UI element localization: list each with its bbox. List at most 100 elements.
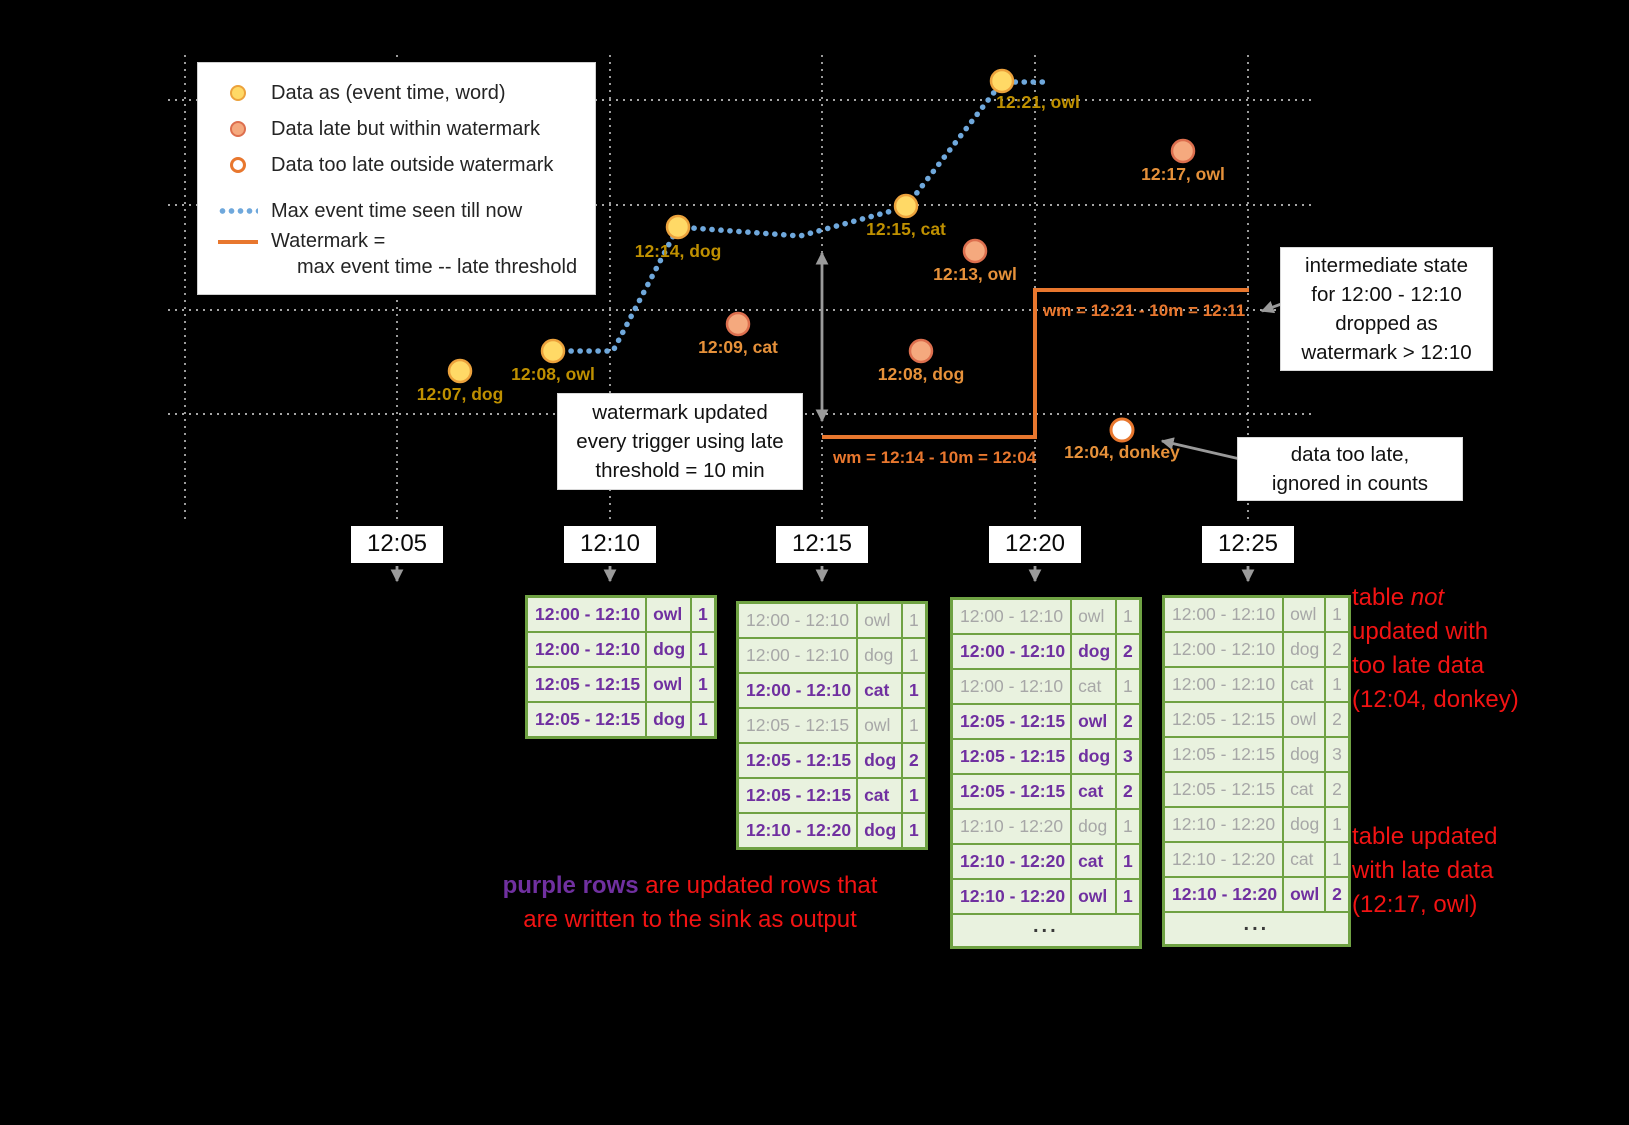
time-tick-12-25: 12:25 <box>1202 526 1294 563</box>
legend-sublabel: max event time -- late threshold <box>297 256 578 278</box>
cell-word: dog <box>1070 738 1118 775</box>
cell-count: 1 <box>1324 806 1351 843</box>
point-label: 12:14, dog <box>634 241 722 261</box>
cell-count: 1 <box>1115 843 1142 880</box>
callout-line: intermediate state <box>1305 253 1468 277</box>
cell-word: owl <box>856 707 904 744</box>
cell-word: dog <box>1070 633 1118 670</box>
cell-word: dog <box>856 637 904 674</box>
cell-count: 1 <box>901 707 928 744</box>
data-point-ontime <box>893 193 919 219</box>
cell-word: owl <box>1282 701 1327 738</box>
dotted-line-icon <box>218 207 258 215</box>
note-line: with late data <box>1352 857 1494 885</box>
state-dropped-callout: intermediate state for 12:00 - 12:10 dro… <box>1280 247 1493 371</box>
cell-count: 2 <box>1324 631 1351 668</box>
cell-count: 1 <box>690 631 717 668</box>
solid-line-icon <box>218 239 258 244</box>
callout-line: watermark > 12:10 <box>1301 341 1472 365</box>
cell-count: 1 <box>1324 666 1351 703</box>
cell-word: cat <box>1282 666 1327 703</box>
legend: Data as (event time, word) Data late but… <box>197 62 596 295</box>
cell-word: dog <box>1282 631 1327 668</box>
watermark-update-callout: watermark updated every trigger using la… <box>557 393 803 490</box>
cell-window: 12:10 - 12:20 <box>736 812 859 850</box>
data-point-toolate <box>1109 417 1135 443</box>
purple-rows-note: purple rows are updated rows that are wr… <box>450 869 930 937</box>
point-label: 12:21, owl <box>996 92 1080 112</box>
data-point-late <box>962 238 988 264</box>
point-label: 12:08, dog <box>877 364 965 384</box>
cell-window: 12:00 - 12:10 <box>1162 595 1285 633</box>
cell-window: 12:05 - 12:15 <box>1162 701 1285 738</box>
cell-window: 12:05 - 12:15 <box>950 738 1073 775</box>
point-label: 12:17, owl <box>1141 164 1225 184</box>
cell-count: 2 <box>1115 703 1142 740</box>
point-label: 12:04, donkey <box>1064 442 1180 462</box>
cell-window: 12:00 - 12:10 <box>950 597 1073 635</box>
data-point-late <box>908 338 934 364</box>
data-point-ontime <box>447 358 473 384</box>
cell-window: 12:10 - 12:20 <box>1162 806 1285 843</box>
cell-window: 12:00 - 12:10 <box>736 601 859 639</box>
cell-count: 1 <box>1115 878 1142 915</box>
cell-window: 12:10 - 12:20 <box>950 878 1073 915</box>
cell-count: 2 <box>1115 633 1142 670</box>
legend-item-ontime: Data as (event time, word) <box>218 75 595 111</box>
cell-count: 1 <box>1115 668 1142 705</box>
legend-label: Data as (event time, word) <box>271 81 506 104</box>
time-tick-12-05: 12:05 <box>351 526 443 563</box>
note-line: too late data <box>1352 652 1485 680</box>
cell-window: 12:00 - 12:10 <box>1162 666 1285 703</box>
cell-count: 1 <box>901 672 928 709</box>
cell-count: 1 <box>690 595 717 633</box>
cell-window: 12:05 - 12:15 <box>950 703 1073 740</box>
purple-rows-highlight: purple rows <box>502 872 639 899</box>
legend-item-watermark-line: Watermark = <box>218 227 595 256</box>
cell-word: cat <box>1070 843 1118 880</box>
not-updated-note: table not updated with too late data (12… <box>1352 581 1519 717</box>
cell-window: 12:05 - 12:15 <box>736 777 859 814</box>
cell-word: owl <box>1070 878 1118 915</box>
legend-item-max-event-line: Max event time seen till now <box>218 195 595 227</box>
legend-item-toolate: Data too late outside watermark <box>218 147 595 183</box>
point-label: 12:13, owl <box>933 264 1017 284</box>
point-label: 12:08, owl <box>511 364 595 384</box>
data-point-late <box>1170 138 1196 164</box>
note-line: updated with <box>1352 618 1489 646</box>
table-row: ... <box>1162 911 1351 947</box>
cell-word: cat <box>856 672 904 709</box>
cell-word: owl <box>1282 876 1327 913</box>
cell-window: 12:00 - 12:10 <box>525 595 648 633</box>
ellipsis-row: ... <box>950 913 1142 949</box>
cell-window: 12:05 - 12:15 <box>736 707 859 744</box>
table-row: ... <box>950 913 1142 949</box>
cell-count: 2 <box>1324 876 1351 913</box>
note-text: are updated rows that <box>638 872 878 899</box>
cell-count: 2 <box>901 742 928 779</box>
cell-count: 1 <box>901 637 928 674</box>
watermark-value-2: wm = 12:21 - 10m = 12:11 <box>1043 301 1246 320</box>
point-label: 12:07, dog <box>416 384 504 404</box>
cell-window: 12:00 - 12:10 <box>736 637 859 674</box>
cell-word: dog <box>645 701 693 739</box>
